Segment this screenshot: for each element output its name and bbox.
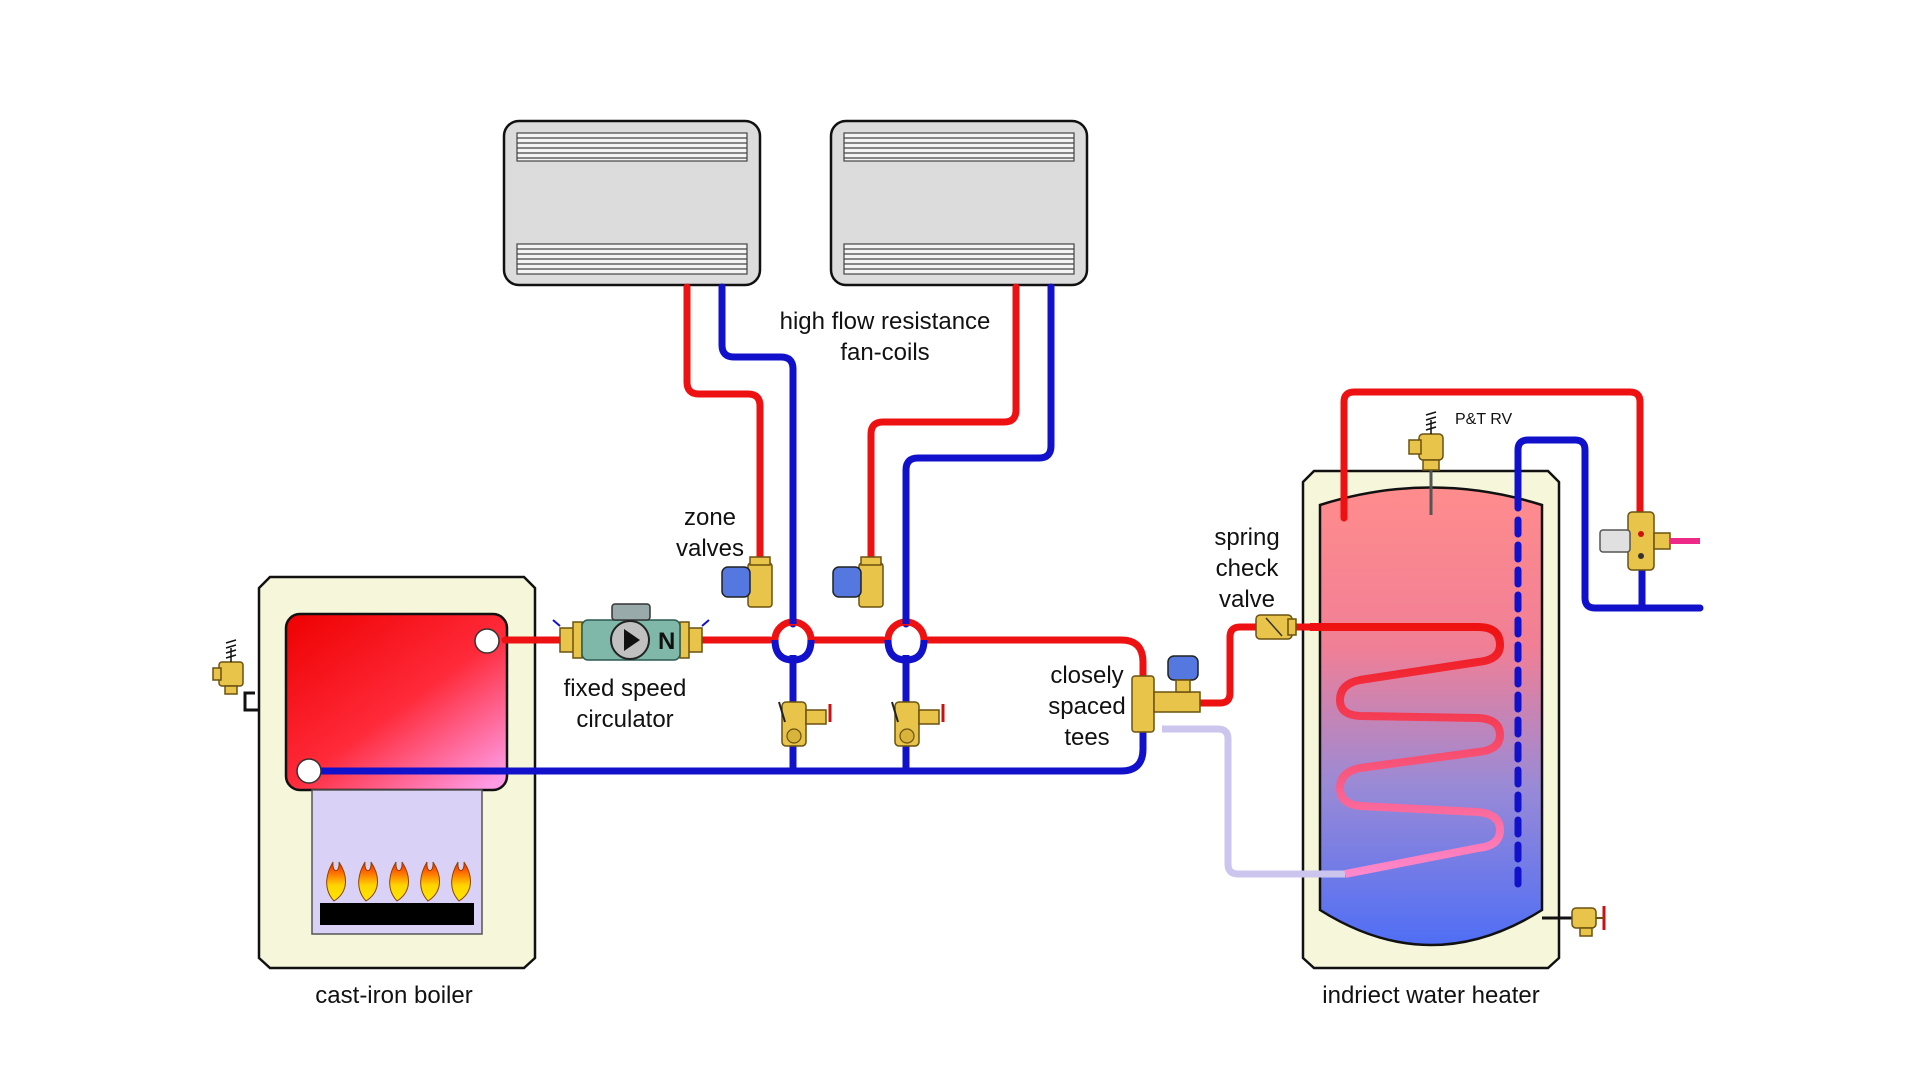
burner-flames [326,861,471,902]
zone-valves-label-line1: zone [683,504,737,531]
pt-relief-valve [1408,411,1444,515]
fan-coil-left [502,119,762,287]
closely-spaced-tees [1131,655,1201,733]
hx-coil [1310,623,1504,878]
circulator: N [552,603,710,661]
circulator-label-line1: fixed speed [563,675,687,702]
tees-label-line2: spaced [1048,693,1126,720]
burner [320,903,474,925]
tees-label-line1: closely [1050,662,1124,689]
water-heater-label: indriect water heater [1322,982,1540,1009]
svg-text:N: N [658,628,675,655]
tees-label-line3: tees [1064,724,1110,751]
circulator-label: fixed speed circulator [550,673,700,735]
purge-valve-right [891,701,945,747]
fan-coils-label: high flow resistance fan-coils [770,306,1000,368]
fan-coils-label-line1: high flow resistance [779,308,991,335]
boiler-label: cast-iron boiler [315,982,473,1009]
crossover-left [771,618,815,641]
fan-coils-label-line2: fan-coils [840,339,930,366]
boiler-supply-port [474,628,500,654]
check-label-line2: check [1215,555,1279,582]
boiler-return-port [296,758,322,784]
spring-check-valve [1255,614,1297,640]
ptrv-label: P&T RV [1455,411,1513,428]
zone-valves-label-line2: valves [675,535,745,562]
zone-valve-left [721,556,773,608]
check-label-line3: valve [1218,586,1276,613]
spring-check-valve-label: spring check valve [1197,522,1297,615]
zone-valve-right [832,556,884,608]
thermostatic-mixing-valve [1599,511,1700,571]
circulator-label-line2: circulator [576,706,674,733]
hx-return-piping [1162,725,1345,878]
purge-valve-left [778,701,832,747]
tank-drain-valve [1542,906,1606,937]
closely-spaced-tees-label: closely spaced tees [1037,660,1137,753]
crossover-right [884,618,928,641]
boiler-relief-valve [212,639,258,712]
zone-valves-label: zone valves [660,502,760,564]
fan-coil-right [829,119,1089,287]
supply-piping [501,283,1644,707]
check-label-line1: spring [1214,524,1280,551]
